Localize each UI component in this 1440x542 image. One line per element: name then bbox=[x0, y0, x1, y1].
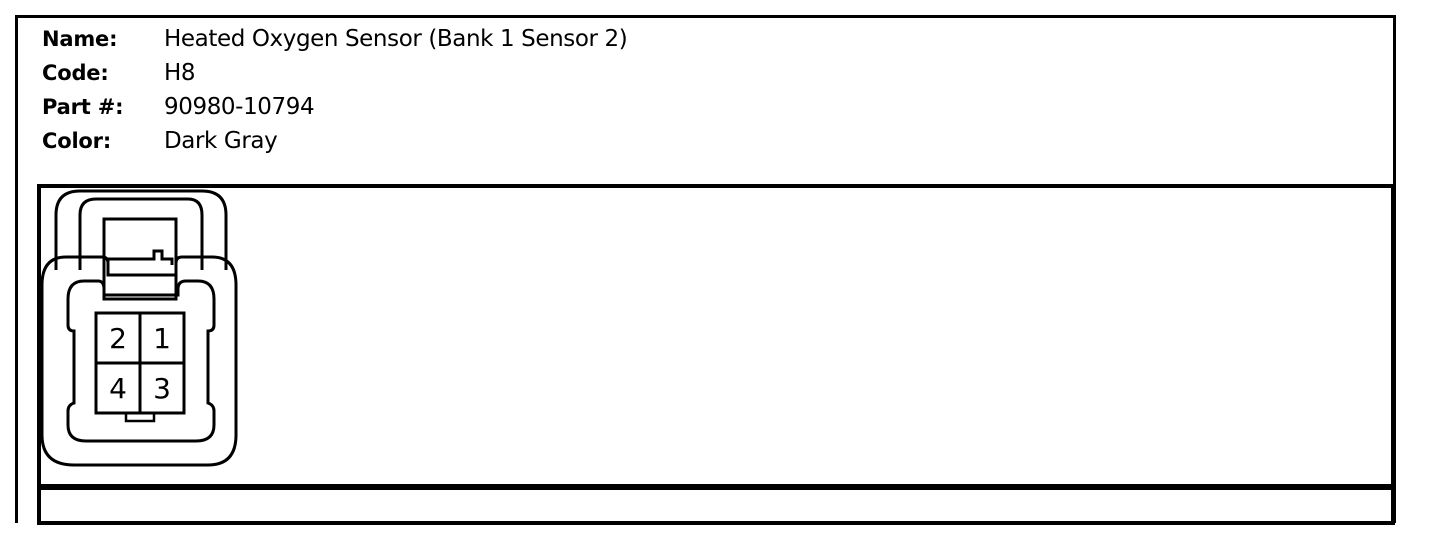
latch-inner bbox=[106, 249, 174, 265]
housing-hood-inner bbox=[78, 197, 204, 270]
part-number-label: Part #: bbox=[42, 95, 124, 119]
pin-label-2: 2 bbox=[109, 322, 127, 355]
key-tab bbox=[124, 411, 156, 423]
part-number-row: Part #: 90980-10794 bbox=[42, 90, 627, 124]
connector-face-drawing: 2 1 4 3 bbox=[40, 189, 238, 467]
code-value: H8 bbox=[164, 60, 196, 86]
part-number-value: 90980-10794 bbox=[164, 94, 315, 120]
pin-label-1: 1 bbox=[153, 322, 171, 355]
connector-info: Name: Heated Oxygen Sensor (Bank 1 Senso… bbox=[42, 22, 628, 158]
color-row: Color: Dark Gray bbox=[42, 124, 627, 158]
code-row: Code: H8 bbox=[42, 56, 627, 90]
housing-body-inner bbox=[66, 279, 216, 443]
name-value: Heated Oxygen Sensor (Bank 1 Sensor 2) bbox=[164, 26, 628, 52]
pin-label-3: 3 bbox=[153, 372, 171, 405]
code-label: Code: bbox=[42, 61, 109, 85]
color-value: Dark Gray bbox=[164, 128, 278, 154]
housing-body-outer bbox=[40, 255, 238, 467]
name-label: Name: bbox=[42, 27, 118, 51]
name-row: Name: Heated Oxygen Sensor (Bank 1 Senso… bbox=[42, 22, 628, 56]
latch-outer bbox=[102, 217, 178, 301]
pin-label-4: 4 bbox=[109, 372, 127, 405]
housing-hood-outer bbox=[54, 189, 228, 270]
footer-panel bbox=[37, 486, 1395, 525]
color-label: Color: bbox=[42, 129, 112, 153]
